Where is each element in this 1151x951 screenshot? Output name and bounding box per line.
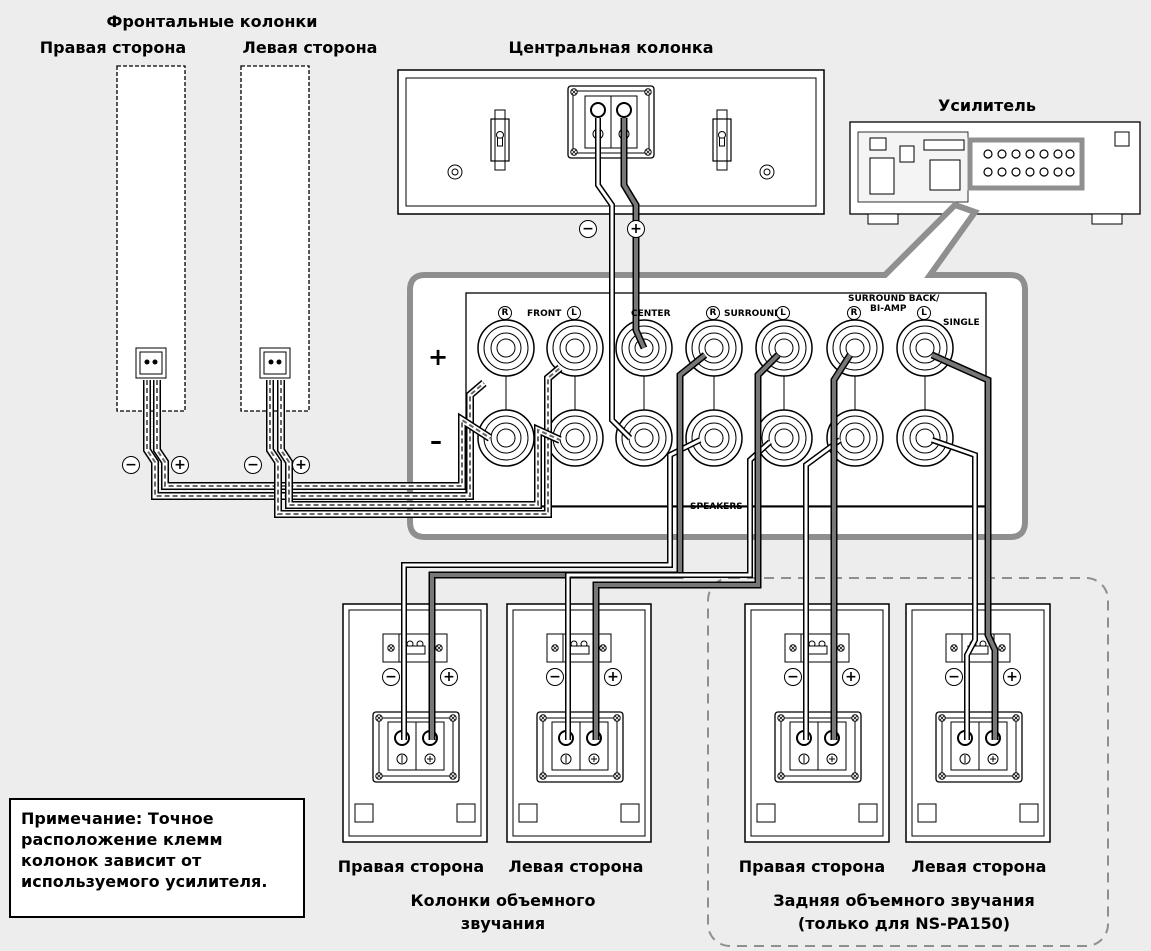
panel-minus-label: – xyxy=(430,427,442,455)
front-left-minus-symbol: − xyxy=(244,456,262,474)
surround-back-group-title-1: Задняя объемного звучания xyxy=(773,891,1035,910)
single-label: SINGLE xyxy=(943,318,980,328)
speakers-label: SPEAKERS xyxy=(690,502,743,512)
surround-label: SURROUND xyxy=(724,309,782,319)
surround-back-group-title-2: (только для NS-PA150) xyxy=(797,914,1011,933)
center-label: CENTER xyxy=(631,309,671,319)
surround-back-r-badge: R xyxy=(847,306,861,320)
front-right-label: Правая сторона xyxy=(39,38,187,57)
front-speaker-right xyxy=(116,65,186,412)
surround-back-left-minus-symbol: − xyxy=(945,668,963,686)
front-speaker-left xyxy=(240,65,310,412)
surround-back-left-plus-symbol: + xyxy=(1003,668,1021,686)
surround-back-l-badge: L xyxy=(917,306,931,320)
panel-plus-label: + xyxy=(428,343,449,371)
front-speakers-title: Фронтальные колонки xyxy=(106,12,318,31)
surround-back-label: SURROUND BACK/ xyxy=(848,294,940,304)
surround-left-label: Левая сторона xyxy=(508,857,644,876)
surround-r-badge: R xyxy=(706,306,720,320)
center-speaker-title: Центральная колонка xyxy=(508,38,714,57)
surround-back-speaker-right xyxy=(745,604,889,842)
surround-back-group-outline xyxy=(707,577,1109,947)
front-r-badge: R xyxy=(498,306,512,320)
surround-speaker-left xyxy=(507,604,651,842)
surround-left-minus-symbol: − xyxy=(546,668,564,686)
speaker-cables xyxy=(401,118,999,740)
surround-group-title-1: Колонки объемного xyxy=(410,891,596,910)
front-cables xyxy=(143,364,563,518)
front-label: FRONT xyxy=(527,309,562,319)
surround-back-right-plus-symbol: + xyxy=(842,668,860,686)
surround-back-left-label: Левая сторона xyxy=(911,857,1047,876)
amplifier-title: Усилитель xyxy=(938,96,1036,115)
front-right-minus-symbol: − xyxy=(122,456,140,474)
center-plus-symbol: + xyxy=(627,220,645,238)
center-speaker xyxy=(397,69,825,215)
front-l-badge: L xyxy=(567,306,581,320)
surround-right-plus-symbol: + xyxy=(440,668,458,686)
front-right-plus-symbol: + xyxy=(171,456,189,474)
bi-amp-label: BI-AMP xyxy=(870,304,907,314)
surround-left-plus-symbol: + xyxy=(604,668,622,686)
terminal-panel xyxy=(407,201,1028,540)
note-box: Примечание: Точное расположение клемм ко… xyxy=(9,798,305,918)
surround-speaker-right xyxy=(343,604,487,842)
surround-back-right-label: Правая сторона xyxy=(738,857,886,876)
front-left-label: Левая сторона xyxy=(242,38,378,57)
center-minus-symbol: − xyxy=(579,220,597,238)
surround-group-title-2: звучания xyxy=(460,914,546,933)
amplifier xyxy=(849,121,1141,225)
surround-right-label: Правая сторона xyxy=(337,857,485,876)
surround-l-badge: L xyxy=(776,306,790,320)
surround-right-minus-symbol: − xyxy=(382,668,400,686)
surround-back-right-minus-symbol: − xyxy=(784,668,802,686)
front-left-plus-symbol: + xyxy=(292,456,310,474)
